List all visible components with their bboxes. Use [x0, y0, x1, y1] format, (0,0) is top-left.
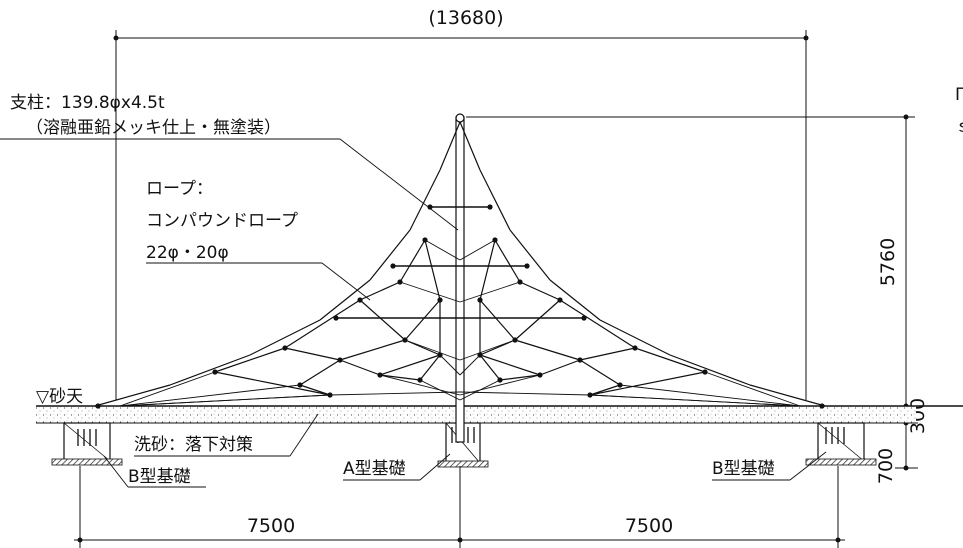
right-span-label: 7500: [625, 515, 673, 537]
rope-note: ロープ： コンパウンドロープ 22φ・20φ: [146, 179, 371, 301]
center-pole: [455, 113, 465, 443]
sand-top-label: ▽砂天: [36, 387, 83, 407]
overall-width-dimension: (13680): [113, 7, 809, 400]
height-label: 5760: [877, 238, 899, 286]
cut-text-top: Γ: [955, 85, 963, 105]
foundation-a-label: A型基礎: [343, 459, 406, 479]
pole-note: 支柱：139.8φx4.5t （溶融亜鉛メッキ仕上・無塗装）: [0, 93, 459, 231]
pole-note-line2: （溶融亜鉛メッキ仕上・無塗装）: [26, 117, 281, 138]
sand-purpose-note: 洗砂：落下対策: [134, 413, 319, 457]
foundation-a-note: A型基礎: [343, 453, 451, 481]
rope-note-line2: コンパウンドロープ: [146, 211, 298, 231]
rope-note-line1: ロープ：: [146, 179, 213, 199]
sand-purpose-label: 洗砂：落下対策: [134, 435, 253, 455]
foundation-b-left: [51, 422, 123, 466]
span-dimensions: 7500 7500: [74, 466, 845, 548]
foundation-b-left-note: B型基礎: [103, 455, 206, 488]
foundation-b-left-label: B型基礎: [128, 467, 191, 487]
foundation-b-right: [805, 422, 877, 466]
rope-net: [94, 121, 826, 409]
foundation-depth-label: 700: [875, 448, 897, 484]
ground-layer: [36, 405, 963, 424]
overall-width-label: (13680): [428, 7, 503, 29]
pole-note-line1: 支柱：139.8φx4.5t: [10, 93, 165, 113]
rope-note-line3: 22φ・20φ: [146, 243, 229, 263]
left-span-label: 7500: [247, 515, 295, 537]
cut-text-bottom: ｓ: [955, 117, 963, 137]
foundation-b-right-label: B型基礎: [712, 459, 775, 479]
foundation-b-right-note: B型基礎: [712, 451, 827, 481]
sand-top-note: ▽砂天: [36, 387, 83, 407]
